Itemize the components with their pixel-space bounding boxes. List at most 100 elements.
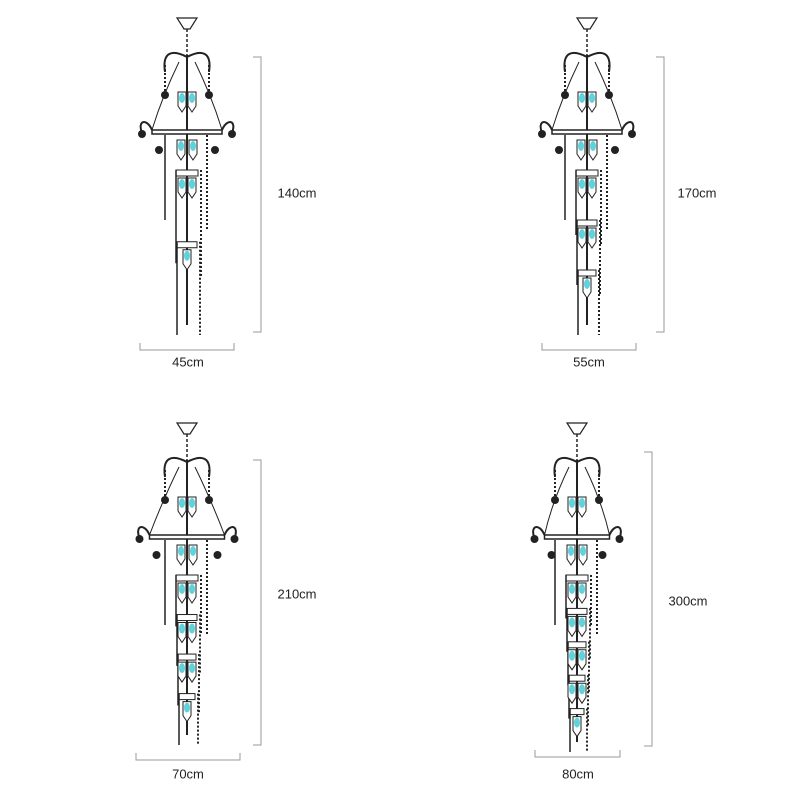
crystal-ball-icon: [161, 91, 169, 99]
crystal-icon: [178, 141, 184, 151]
crystal-icon: [189, 584, 195, 594]
crystal-icon: [179, 663, 185, 674]
width-label-4: 80cm: [562, 766, 594, 782]
ring-arm: [551, 129, 623, 135]
crystal-ball-icon: [152, 551, 161, 559]
crystal-ball-icon: [611, 146, 619, 154]
canopy-icon: [175, 17, 199, 30]
crystal-icon: [579, 650, 585, 661]
crystal-icon: [179, 584, 185, 594]
crystal-icon: [184, 702, 190, 713]
scroll-arm: [186, 456, 211, 478]
crystal-icon: [579, 179, 585, 189]
scroll-arm: [186, 51, 211, 73]
tier-bracket: [575, 169, 599, 177]
crystal-icon: [579, 229, 585, 239]
tier-bracket: [577, 269, 597, 277]
crystal-icon: [569, 684, 575, 695]
crystal-icon: [179, 623, 185, 634]
width-label-1: 45cm: [172, 354, 204, 370]
ring-arm: [148, 534, 226, 540]
tier-bracket: [566, 607, 588, 615]
scroll-arm: [576, 456, 601, 478]
crystal-ball-icon: [547, 551, 556, 559]
cage-line: [584, 466, 610, 536]
crystal-icon: [574, 717, 580, 728]
crystal-icon: [179, 179, 185, 189]
height-dimension-line: [253, 56, 262, 333]
cage-line: [151, 61, 180, 131]
crystal-icon: [179, 93, 185, 103]
crystal-ball-icon: [628, 130, 636, 138]
canopy-icon: [565, 422, 589, 435]
crystal-ball-icon: [615, 535, 624, 543]
cage-line: [594, 61, 623, 131]
tier-bracket: [176, 614, 198, 622]
cage-line: [194, 61, 223, 131]
tier-bracket: [567, 641, 587, 649]
crystal-icon: [184, 250, 190, 261]
chandelier-3: [135, 422, 262, 761]
crystal-ball-icon: [230, 535, 239, 543]
crystal-ball-icon: [561, 91, 569, 99]
height-label-3: 210cm: [277, 586, 317, 602]
crystal-icon: [578, 141, 584, 151]
chandelier-1: [138, 17, 262, 351]
crystal-ball-icon: [211, 146, 219, 154]
chandelier-2: [538, 17, 665, 351]
crystal-ball-icon: [228, 130, 236, 138]
ring-arm: [151, 129, 223, 135]
crystal-ball-icon: [135, 535, 144, 543]
cage-line: [149, 466, 180, 536]
tier-bracket: [576, 219, 598, 227]
crystal-icon: [189, 623, 195, 634]
scroll-arm: [163, 456, 188, 478]
height-dimension-line: [644, 451, 653, 747]
height-dimension-line: [656, 56, 665, 333]
crystal-ball-icon: [213, 551, 222, 559]
width-label-3: 70cm: [172, 766, 204, 782]
width-dimension-line: [135, 753, 241, 761]
width-dimension-line: [534, 750, 621, 758]
tier-bracket: [175, 169, 199, 177]
cage-line: [194, 466, 225, 536]
scroll-arm: [586, 51, 611, 73]
crystal-ball-icon: [530, 535, 539, 543]
tier-bracket: [178, 693, 196, 701]
crystal-icon: [589, 93, 595, 103]
crystal-icon: [589, 229, 595, 239]
height-dimension-line: [253, 459, 262, 746]
tier-bracket: [569, 708, 585, 716]
tier-bracket: [175, 574, 199, 582]
crystal-icon: [568, 546, 574, 556]
crystal-icon: [579, 684, 585, 695]
crystal-icon: [579, 617, 585, 628]
tier-bracket: [565, 574, 589, 582]
width-label-2: 55cm: [573, 354, 605, 370]
crystal-icon: [569, 650, 575, 661]
ring-arm: [543, 534, 611, 540]
crystal-icon: [189, 179, 195, 189]
scroll-arm: [563, 51, 588, 73]
crystal-ball-icon: [155, 146, 163, 154]
tier-bracket: [568, 674, 586, 682]
tier-bracket: [176, 241, 198, 249]
width-dimension-line: [139, 343, 235, 351]
crystal-icon: [580, 546, 586, 556]
crystal-ball-icon: [555, 146, 563, 154]
crystal-icon: [190, 141, 196, 151]
crystal-icon: [189, 93, 195, 103]
crystal-ball-icon: [138, 130, 146, 138]
crystal-icon: [579, 498, 585, 508]
tier-bracket: [177, 653, 197, 661]
cage-line: [544, 466, 570, 536]
crystal-ball-icon: [205, 91, 213, 99]
crystal-ball-icon: [605, 91, 613, 99]
crystal-icon: [579, 93, 585, 103]
crystal-icon: [190, 546, 196, 556]
crystal-icon: [584, 279, 590, 289]
cage-line: [551, 61, 580, 131]
crystal-icon: [569, 498, 575, 508]
crystal-icon: [178, 546, 184, 556]
crystal-icon: [189, 663, 195, 674]
